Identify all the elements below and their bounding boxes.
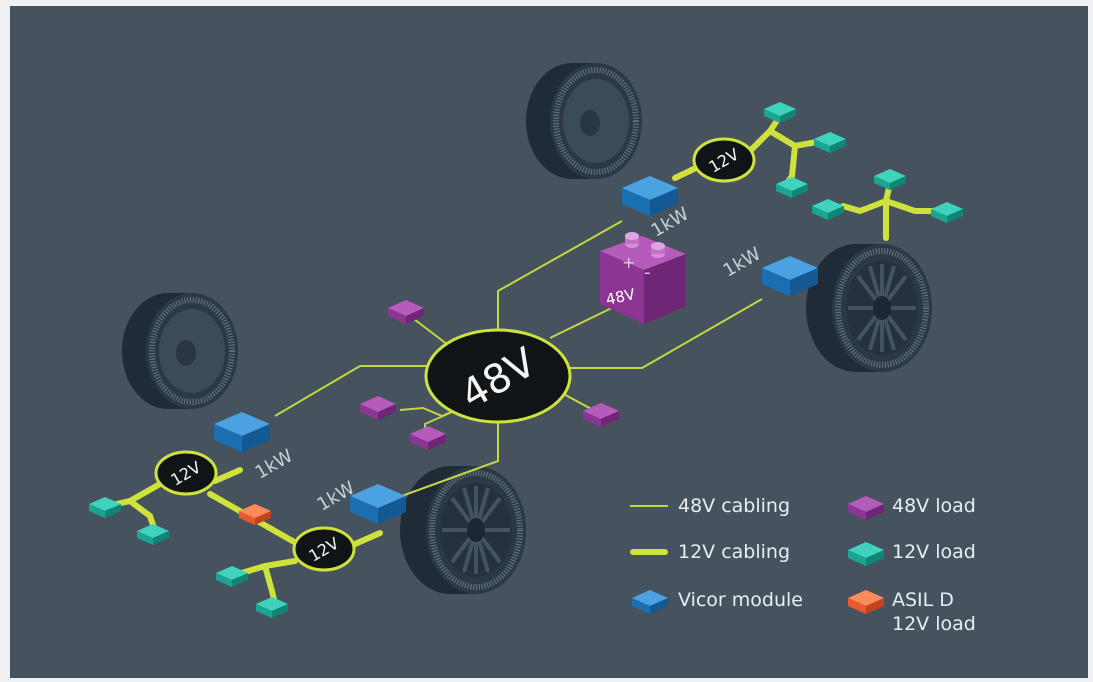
48v-hub: 48V (424, 328, 572, 424)
12v-load (931, 202, 963, 223)
battery-minus-sign: - (644, 262, 651, 283)
legend-label: 12V cabling (678, 541, 791, 563)
rear-right-wheel (806, 244, 932, 372)
12v-load (812, 199, 844, 220)
48v-cabling-lines (274, 220, 763, 502)
legend-label: 48V cabling (678, 495, 791, 517)
12v-load (137, 524, 169, 545)
front-left-wheel (122, 293, 238, 409)
12v-load (814, 132, 846, 153)
48v-load (410, 426, 446, 450)
asil-d-load-swatch (848, 590, 884, 614)
vicor-module-rear-left (350, 484, 406, 524)
front-right-wheel (526, 63, 642, 179)
12v-load (776, 177, 808, 198)
12v-load (89, 497, 121, 518)
legend-label: Vicor module (678, 589, 803, 611)
legend-item-48v-cabling: 48V cabling (630, 494, 820, 518)
power-label: 1kW (252, 445, 297, 483)
legend: 48V cabling 12V cabling Vicor module 48V… (630, 494, 1050, 654)
48v-cabling-swatch (630, 505, 668, 507)
asil-d-load (239, 504, 271, 525)
12v-load (874, 169, 906, 190)
12v-load (256, 597, 288, 618)
legend-item-vicor-module: Vicor module (630, 588, 840, 614)
battery-plus-sign: + (622, 253, 635, 272)
vicor-module-front-left (214, 412, 270, 452)
legend-item-12v-cabling: 12V cabling (630, 540, 820, 564)
battery-48v: + - 48V (600, 232, 686, 324)
rear-left-wheel (400, 466, 526, 594)
12v-load (764, 102, 796, 123)
12v-cabling-swatch (630, 549, 668, 555)
48v-load (388, 300, 424, 324)
vicor-module-swatch (632, 590, 668, 614)
legend-item-48v-load: 48V load (846, 494, 1026, 520)
48v-load-swatch (848, 496, 884, 520)
power-label: 1kW (720, 243, 765, 281)
architecture-diagram: + - 48V 48V 12V 12V 12V 1kW 1kW 1kW 1kW … (10, 6, 1088, 678)
legend-item-asil-d-load: ASIL D 12V load (846, 588, 1026, 644)
legend-label: 48V load (892, 495, 976, 517)
12v-node-rear-left: 12V (292, 526, 356, 572)
12v-load (216, 566, 248, 587)
diagram-svg: + - 48V 48V 12V 12V 12V 1kW 1kW 1kW 1kW (89, 6, 963, 618)
legend-label: ASIL D 12V load (892, 589, 976, 635)
legend-label: 12V load (892, 541, 976, 563)
12v-node-front-left: 12V (154, 450, 218, 496)
battery-label: 48V (604, 285, 637, 309)
12v-node-front-right: 12V (692, 137, 756, 183)
48v-load (360, 396, 396, 420)
legend-item-12v-load: 12V load (846, 540, 1026, 566)
12v-load-swatch (848, 542, 884, 566)
